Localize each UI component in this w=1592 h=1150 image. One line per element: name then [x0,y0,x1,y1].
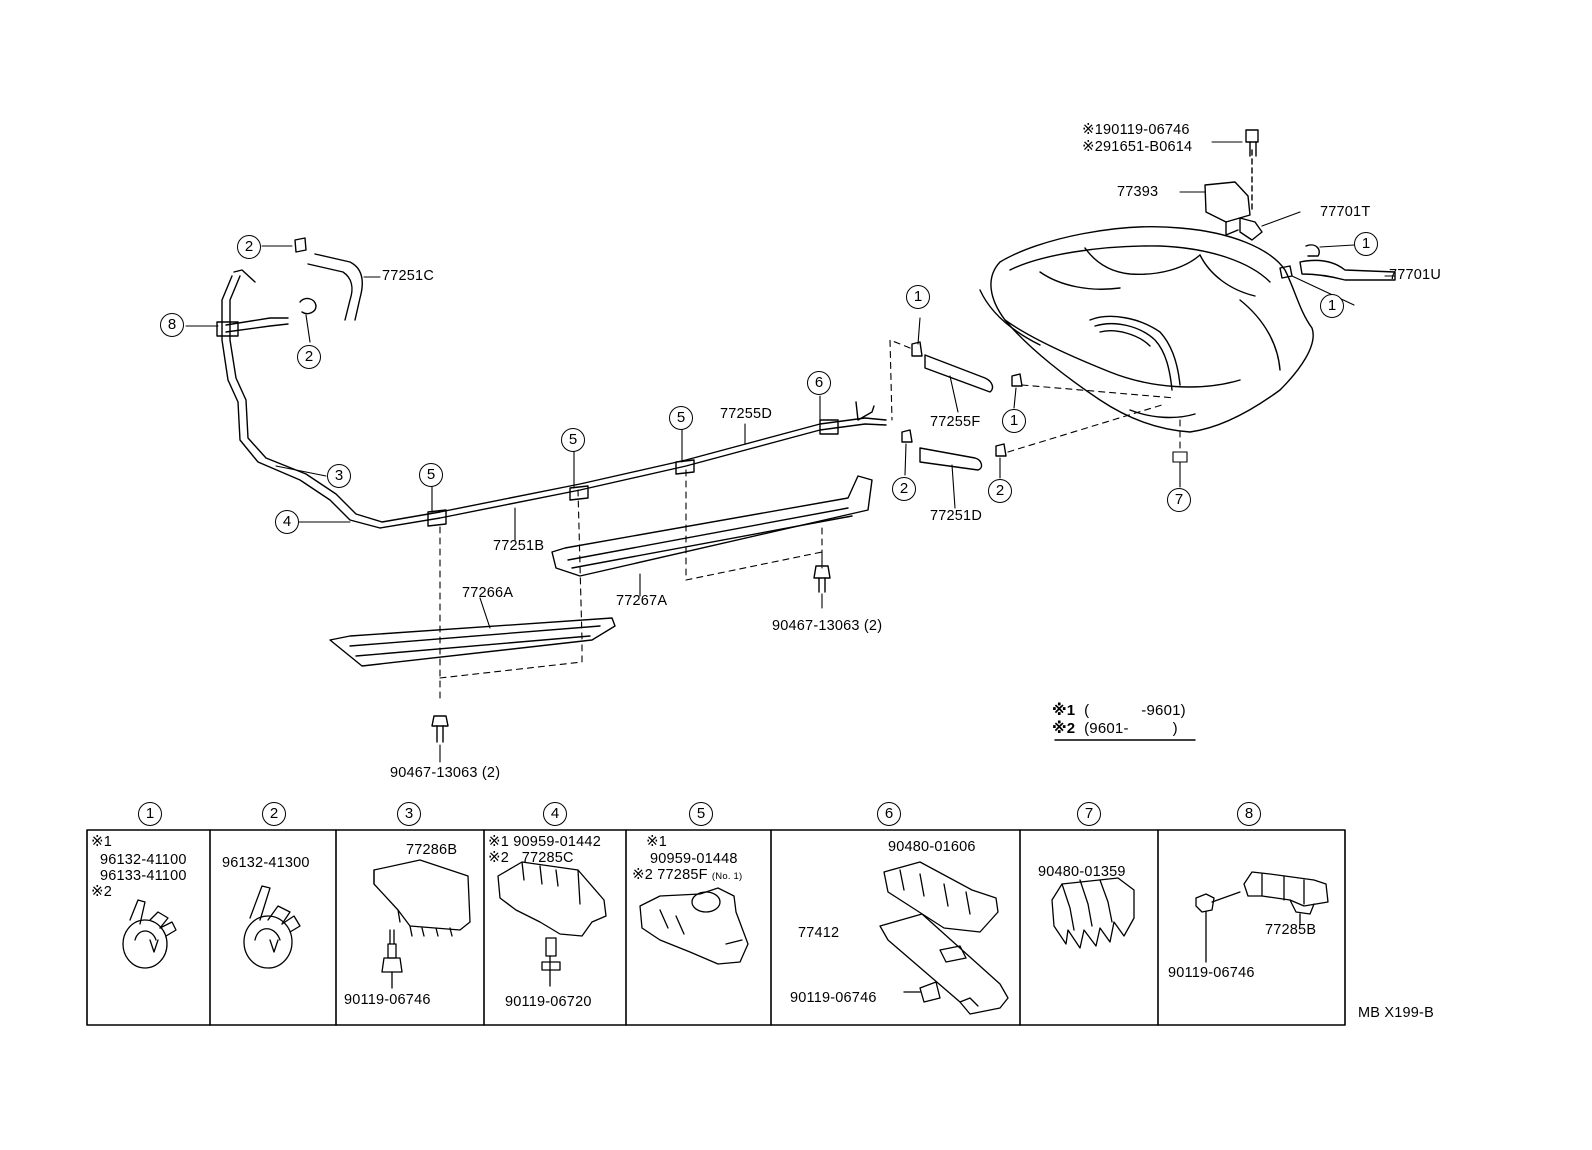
callout-1: 1 [1002,409,1026,433]
legend-part-90119-06720: 90119-06720 [505,994,592,1010]
part-label-bolt-upper: 90467-13063 (2) [772,618,883,634]
callout-2: 2 [988,479,1012,503]
callout-4: 4 [275,510,299,534]
callout-5: 5 [419,463,443,487]
part-label-77255f: 77255F [930,414,981,430]
legend-part-90119-06746-c8: 90119-06746 [1168,965,1255,981]
fuel-tank-drawing [979,226,1314,433]
part-label-77251c: 77251C [382,268,434,284]
fuel-line-drawing [216,269,887,529]
legend-callout-3: 3 [397,802,421,826]
bolt-drawing [431,565,831,743]
part-label-77393: 77393 [1117,184,1159,200]
legend-part-90119-06746-c3: 90119-06746 [344,992,431,1008]
callout-2: 2 [237,235,261,259]
protector-drawing [329,475,873,667]
legend-callout-8: 8 [1237,802,1261,826]
legend-part-77285b: 77285B [1265,922,1317,938]
diagram-code: MB X199-B [1358,1005,1434,1021]
legend-callout-7: 7 [1077,802,1101,826]
legend-part-90480-01606: 90480-01606 [888,839,976,855]
callout-5: 5 [669,406,693,430]
callout-1: 1 [1320,294,1344,318]
callout-2: 2 [297,345,321,369]
part-label-77701t: 77701T [1320,204,1371,220]
legend-part-96132-41300: 96132-41300 [222,855,310,871]
legend-note-1: ※1 [91,833,113,851]
part-label-77701u: 77701U [1389,267,1441,283]
part-label-bolt-note2: ※291651-B0614 [1082,138,1193,156]
legend-part-77285c: ※2 77285C [488,849,574,867]
part-label-77266a: 77266A [462,585,514,601]
legend-note-2: ※2 [91,883,113,901]
label-leaders [185,141,1396,763]
legend-part-77412: 77412 [798,925,840,941]
legend-part-90959-01448: 90959-01448 [650,851,738,867]
legend-part-90959-01442: ※1 90959-01442 [488,833,601,851]
part-label-77251b: 77251B [493,538,545,554]
note-1: ※1 (-9601) [1052,702,1186,719]
part-label-bolt-lower: 90467-13063 (2) [390,765,501,781]
part-label-77251d: 77251D [930,508,982,524]
callout-6: 6 [807,371,831,395]
legend-callout-2: 2 [262,802,286,826]
callout-8: 8 [160,313,184,337]
callout-5: 5 [561,428,585,452]
hose-drawing [294,237,1023,471]
legend-part-96133-41100: 96133-41100 [100,868,187,884]
legend-callout-4: 4 [543,802,567,826]
part-label-77255d: 77255D [720,406,772,422]
legend-part-77285f: ※2 77285F (No. 1) [632,866,743,884]
legend-part-77286b: 77286B [406,842,458,858]
legend-part-sketches [122,859,1329,1015]
callout-1: 1 [906,285,930,309]
callout-2: 2 [892,477,916,501]
note-2: ※2 (9601-) [1052,720,1178,737]
callout-7: 7 [1167,488,1191,512]
legend-callout-1: 1 [138,802,162,826]
legend-part-90119-06746-c6: 90119-06746 [790,990,877,1006]
legend-part-96132-41100: 96132-41100 [100,852,187,868]
legend-table-frame [86,829,1346,1026]
legend-note-1-c5: ※1 [646,833,668,851]
legend-callout-5: 5 [689,802,713,826]
part-label-77267a: 77267A [616,593,668,609]
part-label-bolt-note1: ※190119-06746 [1082,121,1190,139]
dashed-leaders [439,339,1181,701]
callout-3: 3 [327,464,351,488]
callout-1: 1 [1354,232,1378,256]
legend-part-90480-01359: 90480-01359 [1038,864,1126,880]
canister-parts-drawing [1204,129,1396,281]
legend-callout-6: 6 [877,802,901,826]
